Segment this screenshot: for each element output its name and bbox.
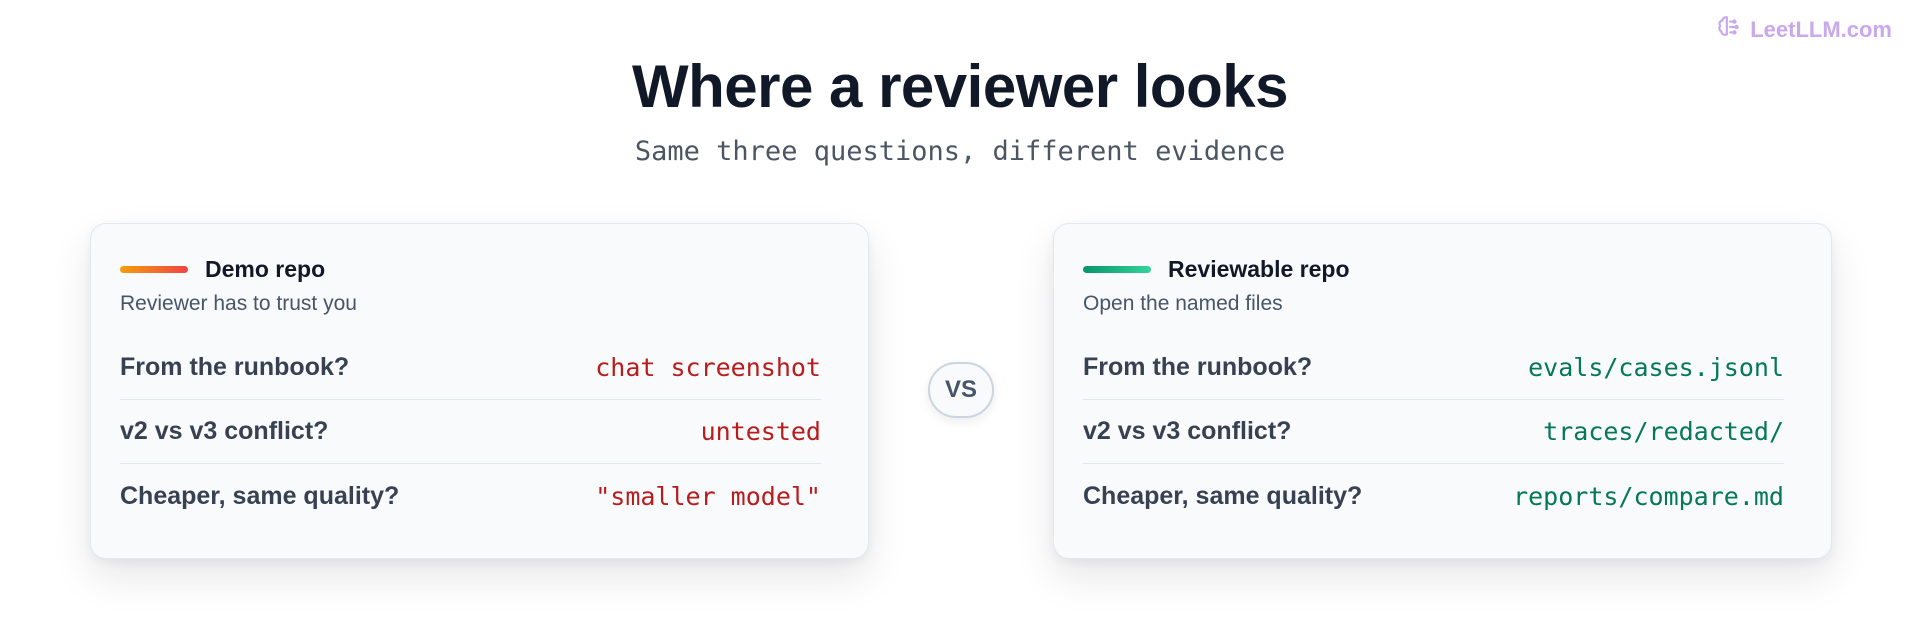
question-label: Cheaper, same quality? [1083,481,1363,510]
accent-bar [120,266,188,273]
question-row: From the runbook? chat screenshot [120,336,821,400]
evidence-value: "smaller model" [595,481,821,511]
card-subtitle: Open the named files [1083,292,1283,315]
question-row: v2 vs v3 conflict? untested [120,400,821,464]
file-path: traces/redacted/ [1543,417,1784,446]
question-label: From the runbook? [120,353,350,381]
file-path: reports/compare.md [1513,481,1784,511]
question-row: Cheaper, same quality? "smaller model" [120,464,821,528]
card-subtitle: Reviewer has to trust you [120,292,357,315]
evidence-value: chat screenshot [595,353,821,382]
brain-icon [1716,14,1742,46]
vs-badge: VS [928,362,994,418]
file-path: evals/cases.jsonl [1528,353,1784,382]
card-title: Reviewable repo [1168,256,1350,282]
question-label: Cheaper, same quality? [120,481,400,510]
card-title: Demo repo [205,256,326,282]
brand-name: LeetLLM.com [1750,17,1892,42]
demo-repo-card: Demo repo Reviewer has to trust you From… [90,223,869,559]
question-row: From the runbook? evals/cases.jsonl [1083,336,1784,400]
question-row: Cheaper, same quality? reports/compare.m… [1083,464,1784,528]
question-label: v2 vs v3 conflict? [120,417,329,445]
card-header: Demo repo [120,256,325,283]
question-label: From the runbook? [1083,353,1313,381]
question-row: v2 vs v3 conflict? traces/redacted/ [1083,400,1784,464]
reviewable-repo-card: Reviewable repo Open the named files Fro… [1053,223,1832,559]
question-list: From the runbook? evals/cases.jsonl v2 v… [1083,336,1784,528]
question-list: From the runbook? chat screenshot v2 vs … [120,336,821,528]
brand-logo[interactable]: LeetLLM.com [1716,14,1892,46]
card-header: Reviewable repo [1083,256,1350,283]
page-title: Where a reviewer looks [632,53,1288,120]
question-label: v2 vs v3 conflict? [1083,417,1292,445]
page-subtitle: Same three questions, different evidence [634,136,1286,167]
evidence-value: untested [700,417,821,446]
accent-bar [1083,266,1151,273]
